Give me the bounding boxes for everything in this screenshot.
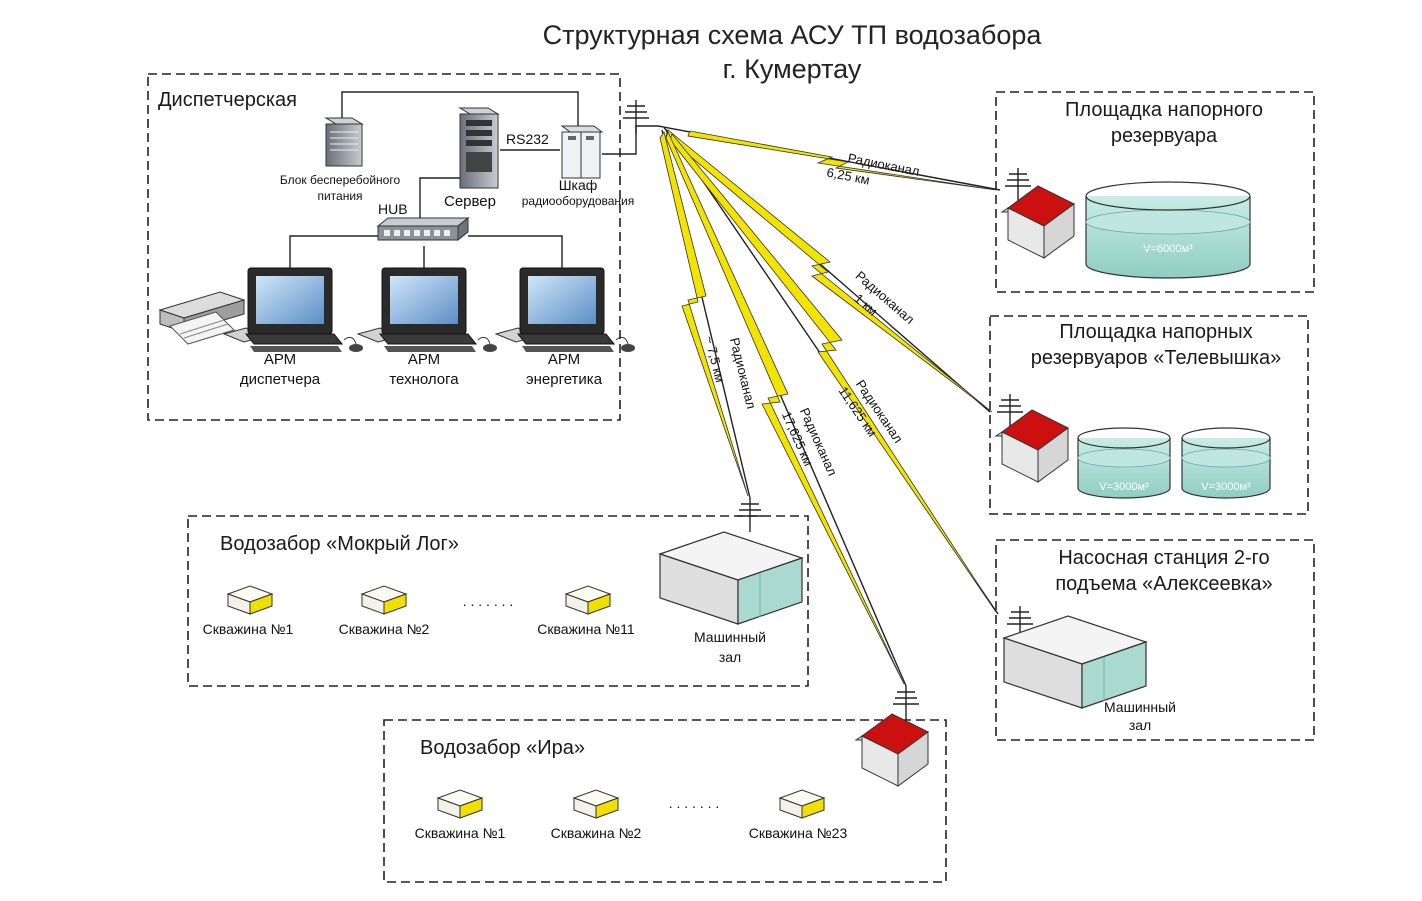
machine-hall-icon — [1003, 615, 1147, 709]
antenna-icon — [892, 685, 920, 721]
house-icon — [855, 713, 929, 787]
arm-energy-label-line1: АРМ — [548, 351, 580, 368]
pump-station-title-line2: подъема «Алексеевка» — [1055, 573, 1272, 595]
well-icon — [227, 585, 273, 615]
tank-volume-label: V=6000м³ — [1143, 243, 1193, 255]
pump-hall-label-line2: зал — [1129, 717, 1151, 733]
hub-icon — [376, 216, 470, 242]
printer-icon — [158, 291, 246, 345]
lightning-bolt-icon — [669, 133, 997, 613]
ups-label-line1: Блок бесперебойного — [280, 173, 401, 187]
tank-icon — [1077, 427, 1171, 499]
antenna-icon — [736, 497, 764, 533]
tv-tower-site-title-line2: резервуаров «Телевышка» — [1031, 347, 1281, 369]
ira-well-23-label: Скважина №23 — [749, 825, 848, 841]
ira-dots: . . . . . . . — [669, 795, 720, 811]
pump-station-zone: Насосная станция 2-го подъема «Алексеевк… — [995, 539, 1315, 741]
hub-label: HUB — [378, 201, 408, 217]
mokry-log-title: Водозабор «Мокрый Лог» — [220, 533, 459, 555]
lightning-bolt-icon — [665, 130, 905, 685]
arm-dispatcher-label-line2: диспетчера — [240, 371, 321, 388]
ups-icon — [324, 117, 364, 167]
arm-dispatcher-label-line1: АРМ — [264, 351, 296, 368]
diagram-title-line2: г. Кумертау — [723, 54, 862, 84]
ira-well-2-label: Скважина №2 — [551, 825, 642, 841]
lightning-bolt-icon — [659, 131, 749, 497]
lightning-bolt-icon — [665, 129, 993, 413]
well-icon — [437, 789, 483, 819]
mokry-log-zone: Водозабор «Мокрый Лог» Машинный зал Сква… — [187, 497, 809, 687]
tank-icon — [1181, 427, 1271, 499]
workstation-energy-icon — [495, 267, 636, 353]
radio-links — [657, 125, 1001, 687]
tv-tower-site-zone: Площадка напорных резервуаров «Телевышка… — [989, 315, 1309, 515]
rs232-label: RS232 — [506, 131, 549, 147]
house-icon — [1001, 185, 1075, 259]
pump-hall-label-line1: Машинный — [1104, 699, 1176, 715]
ira-well-1-label: Скважина №1 — [415, 825, 506, 841]
diagram-title-line1: Структурная схема АСУ ТП водозабора — [543, 20, 1043, 50]
well-icon — [779, 789, 825, 819]
workstation-dispatcher-icon — [223, 267, 364, 353]
workstation-technologist-icon — [357, 267, 498, 353]
tank1-volume-label: V=3000м³ — [1099, 481, 1149, 493]
mokry-well-2-label: Скважина №2 — [339, 621, 430, 637]
mokry-well-1-label: Скважина №1 — [203, 621, 294, 637]
pump-station-title-line1: Насосная станция 2-го — [1058, 547, 1269, 569]
server-icon — [458, 107, 500, 189]
server-label: Сервер — [444, 193, 496, 210]
lightning-bolt-icon — [687, 130, 997, 191]
tank2-volume-label: V=3000м³ — [1201, 481, 1251, 493]
antenna-icon — [622, 99, 650, 135]
ira-zone: Водозабор «Ира» Скважина №1 Скважина №2 … — [383, 685, 947, 883]
well-icon — [573, 789, 619, 819]
tv-tower-site-title-line1: Площадка напорных — [1059, 321, 1252, 343]
arm-technologist-label-line1: АРМ — [408, 351, 440, 368]
cabinet-label-line1: Шкаф — [559, 177, 598, 193]
reservoir-site-title-line1: Площадка напорного — [1065, 99, 1263, 121]
mokry-hall-label-line2: зал — [719, 649, 741, 665]
svg-text:Радиоканал: Радиоканал — [727, 336, 759, 410]
reservoir-site-zone: Площадка напорного резервуара V=6000м³ — [995, 91, 1315, 293]
radio-label-pump: Радиоканал 11,625 км — [836, 377, 906, 446]
arm-energy-label-line2: энергетика — [526, 371, 603, 388]
cabinet-label-line2: радиооборудования — [522, 194, 635, 208]
mokry-hall-label-line1: Машинный — [694, 629, 766, 645]
reservoir-site-title-line2: резервуара — [1111, 125, 1218, 147]
arm-technologist-label-line2: технолога — [389, 371, 459, 388]
well-icon — [361, 585, 407, 615]
mokry-well-11-label: Скважина №11 — [537, 621, 635, 637]
house-icon — [995, 409, 1069, 483]
machine-hall-icon — [659, 531, 803, 625]
well-icon — [565, 585, 611, 615]
radio-cabinet-icon — [560, 125, 604, 179]
ups-label-line2: питания — [317, 189, 362, 203]
tank-icon — [1085, 181, 1251, 279]
dispatch-zone: Диспетчерская Блок бесперебойного питани… — [147, 73, 658, 421]
ira-title: Водозабор «Ира» — [420, 737, 585, 759]
mokry-dots: . . . . . . . — [463, 593, 514, 609]
dispatch-zone-title: Диспетчерская — [158, 89, 297, 111]
radio-label-mokry: Радиоканал ~ 7,5 км — [702, 334, 759, 410]
